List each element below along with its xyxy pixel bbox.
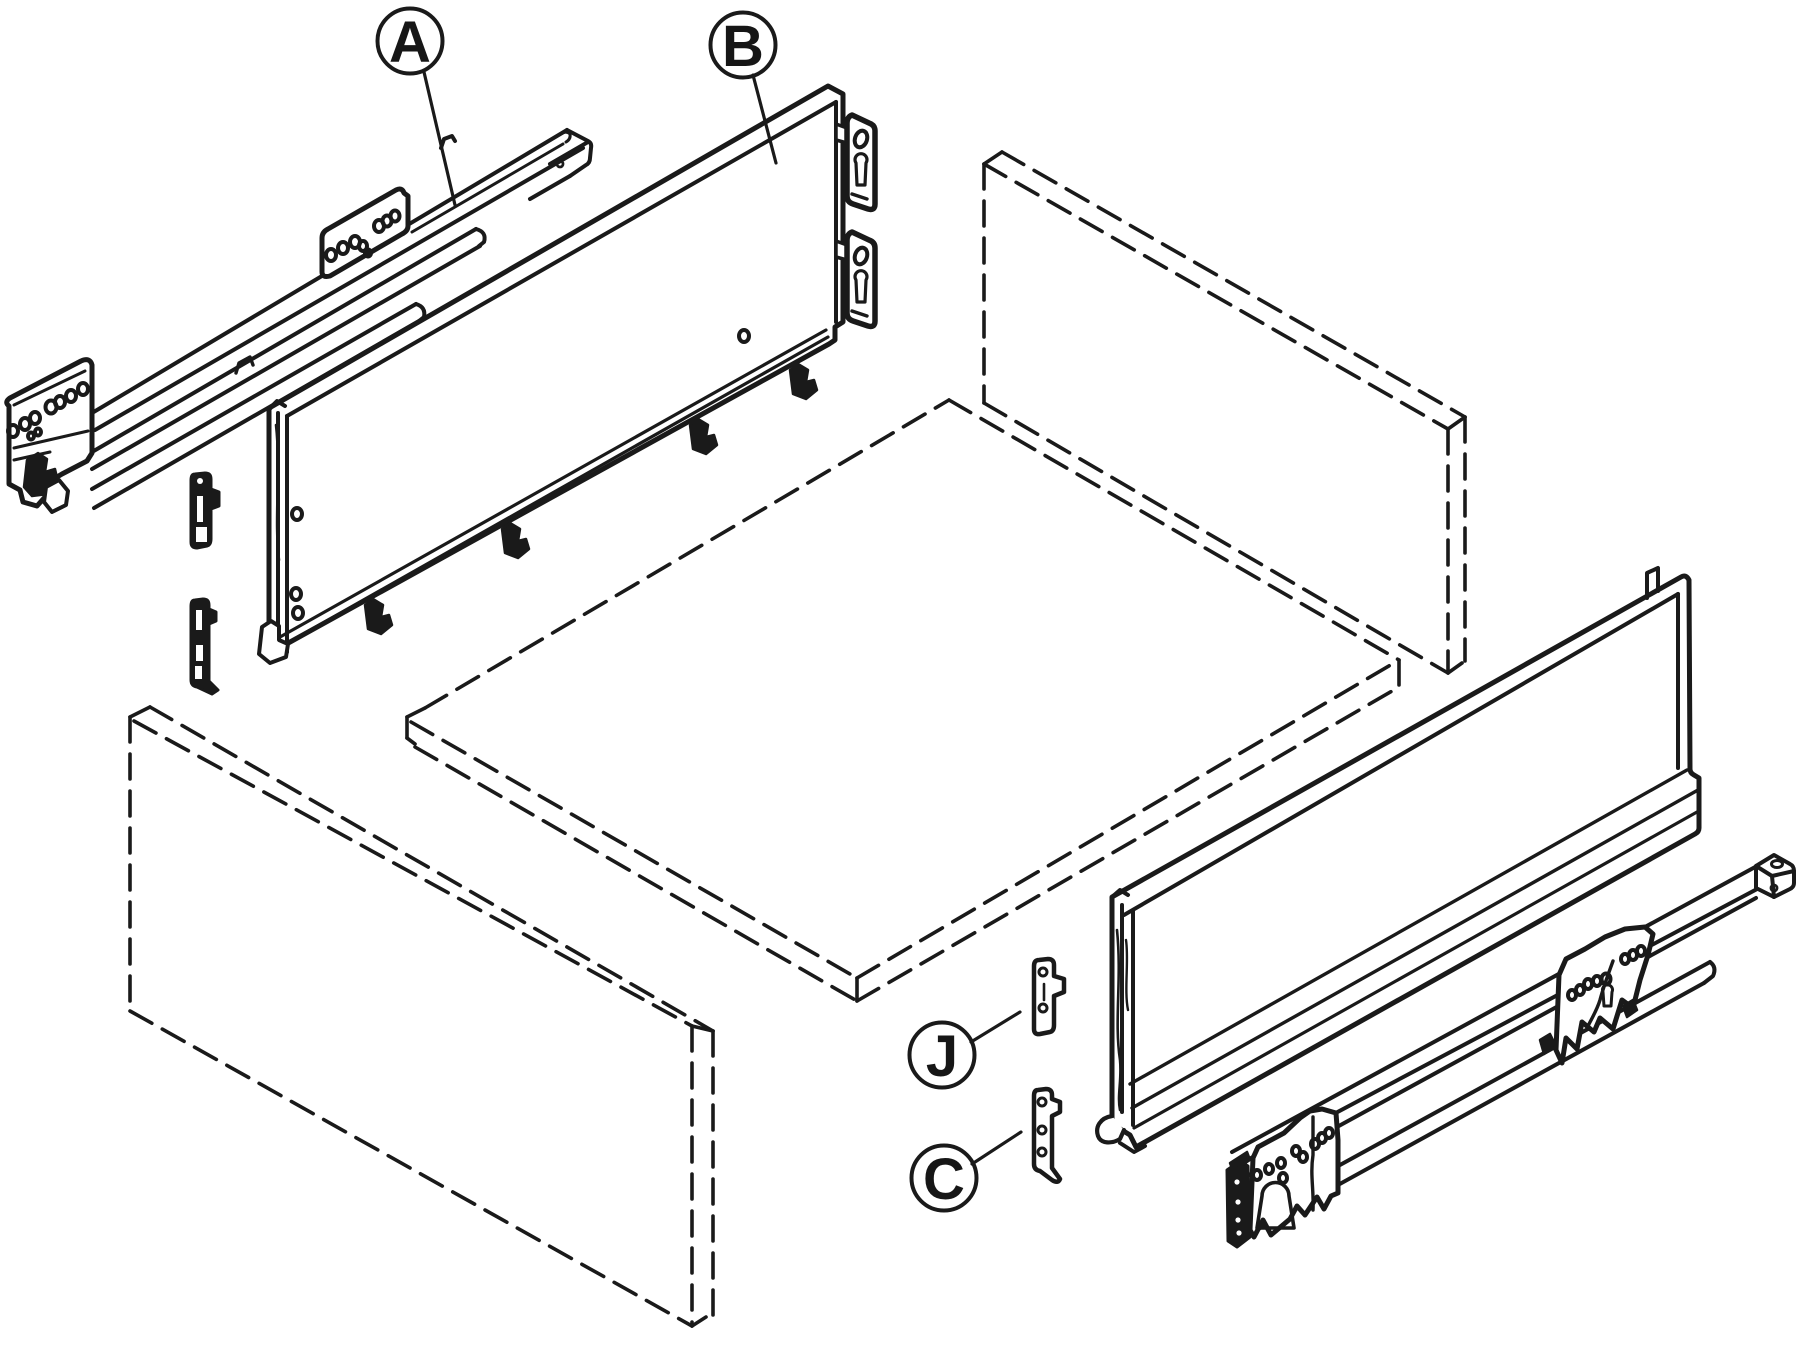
svg-text:B: B [722,14,764,79]
svg-text:C: C [923,1147,965,1212]
svg-text:A: A [389,10,431,75]
svg-text:J: J [926,1024,958,1089]
